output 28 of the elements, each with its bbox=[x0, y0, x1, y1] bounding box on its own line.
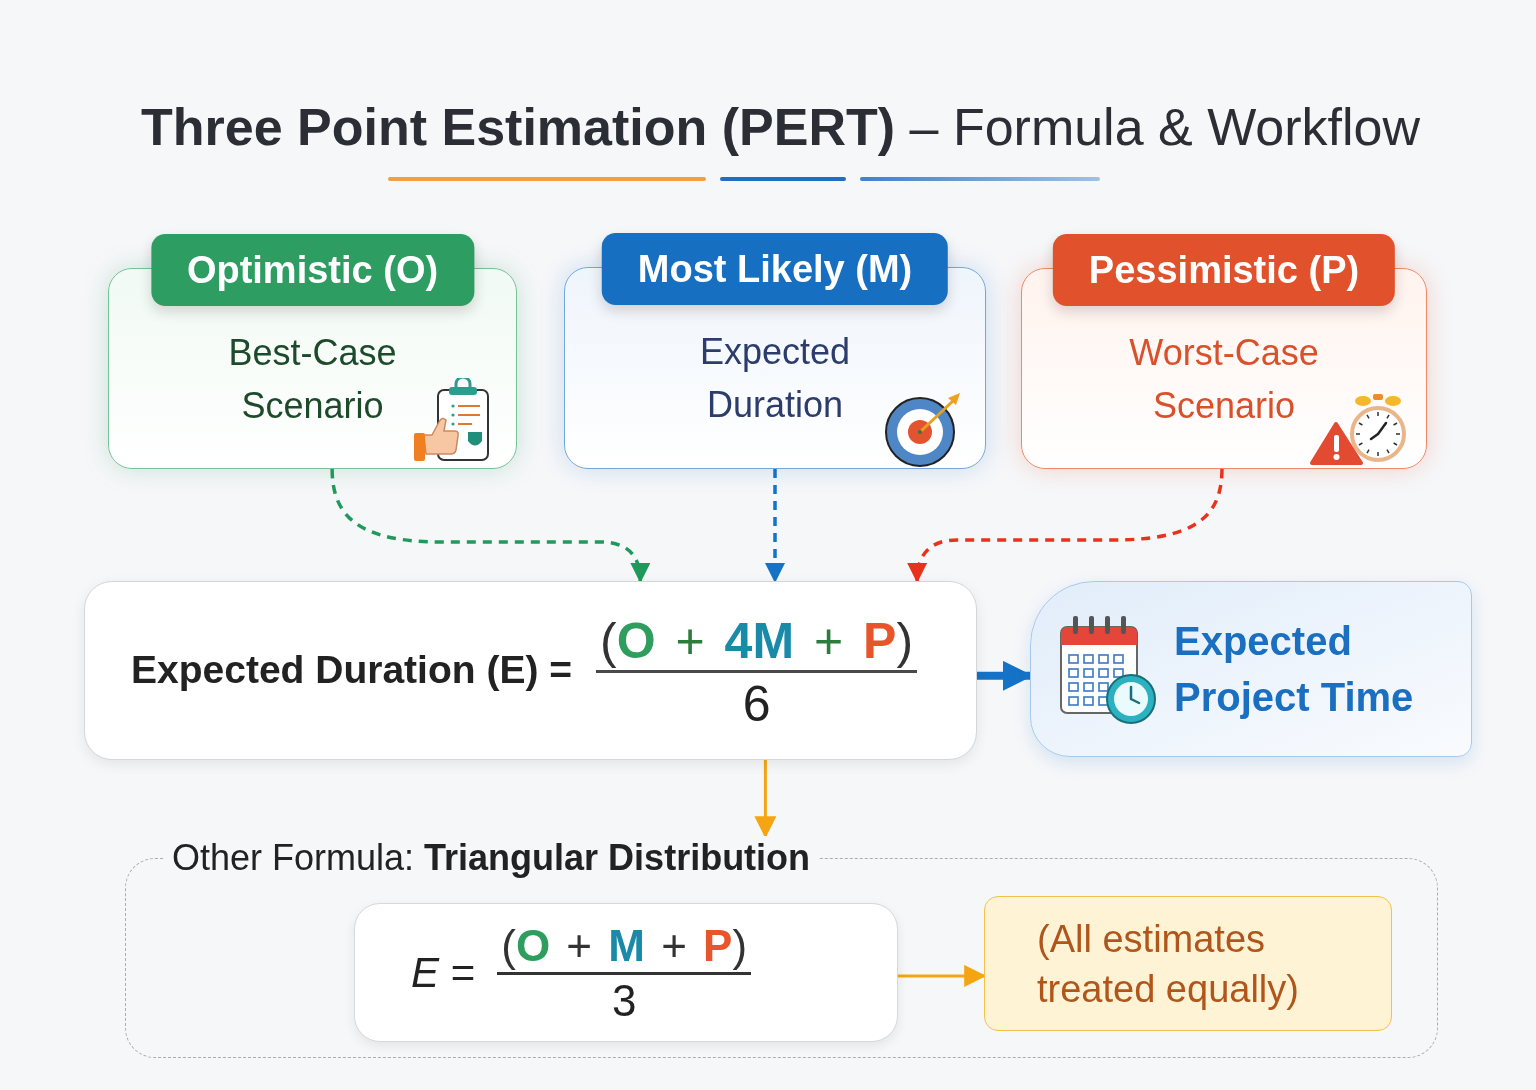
scenario-card bbox=[1021, 234, 1427, 469]
card-heading-tab: Pessimistic (P) bbox=[1052, 234, 1396, 306]
note-text: (All estimates treated equally) bbox=[1037, 916, 1300, 1012]
formula-denominator: 6 bbox=[741, 675, 772, 734]
note-box bbox=[984, 896, 1392, 1031]
formula-label: Expected Duration (E) = bbox=[131, 647, 572, 694]
formula-numerator: (O + M + P) bbox=[500, 920, 749, 972]
result-text: Expected Project Time bbox=[1174, 618, 1415, 721]
group-heading: Other Formula: Triangular Distribution bbox=[164, 836, 819, 880]
formula-box bbox=[84, 581, 977, 760]
formula-denominator: 3 bbox=[610, 975, 638, 1027]
formula-box bbox=[354, 903, 898, 1042]
dashed-arrow bbox=[765, 469, 785, 583]
scenario-card bbox=[108, 234, 517, 469]
result-box bbox=[1030, 581, 1472, 757]
dashed-arrow bbox=[907, 468, 1224, 583]
dashed-arrow bbox=[330, 468, 650, 583]
formula-numerator: (O + 4M + P) bbox=[599, 612, 915, 670]
card-heading-tab: Optimistic (O) bbox=[150, 234, 475, 306]
formula-label: E = bbox=[411, 948, 476, 998]
arrow bbox=[754, 760, 777, 839]
card-heading-tab: Most Likely (M) bbox=[601, 233, 949, 305]
title: Three Point Estimation (PERT) – Formula & Workflow bbox=[141, 97, 1420, 158]
dashed-group bbox=[125, 836, 1438, 1058]
card-description: Best-Case Scenario bbox=[227, 331, 398, 428]
scenario-card bbox=[564, 233, 986, 469]
card-description: Worst-Case Scenario bbox=[1128, 331, 1320, 428]
card-description: Expected Duration bbox=[698, 330, 852, 427]
